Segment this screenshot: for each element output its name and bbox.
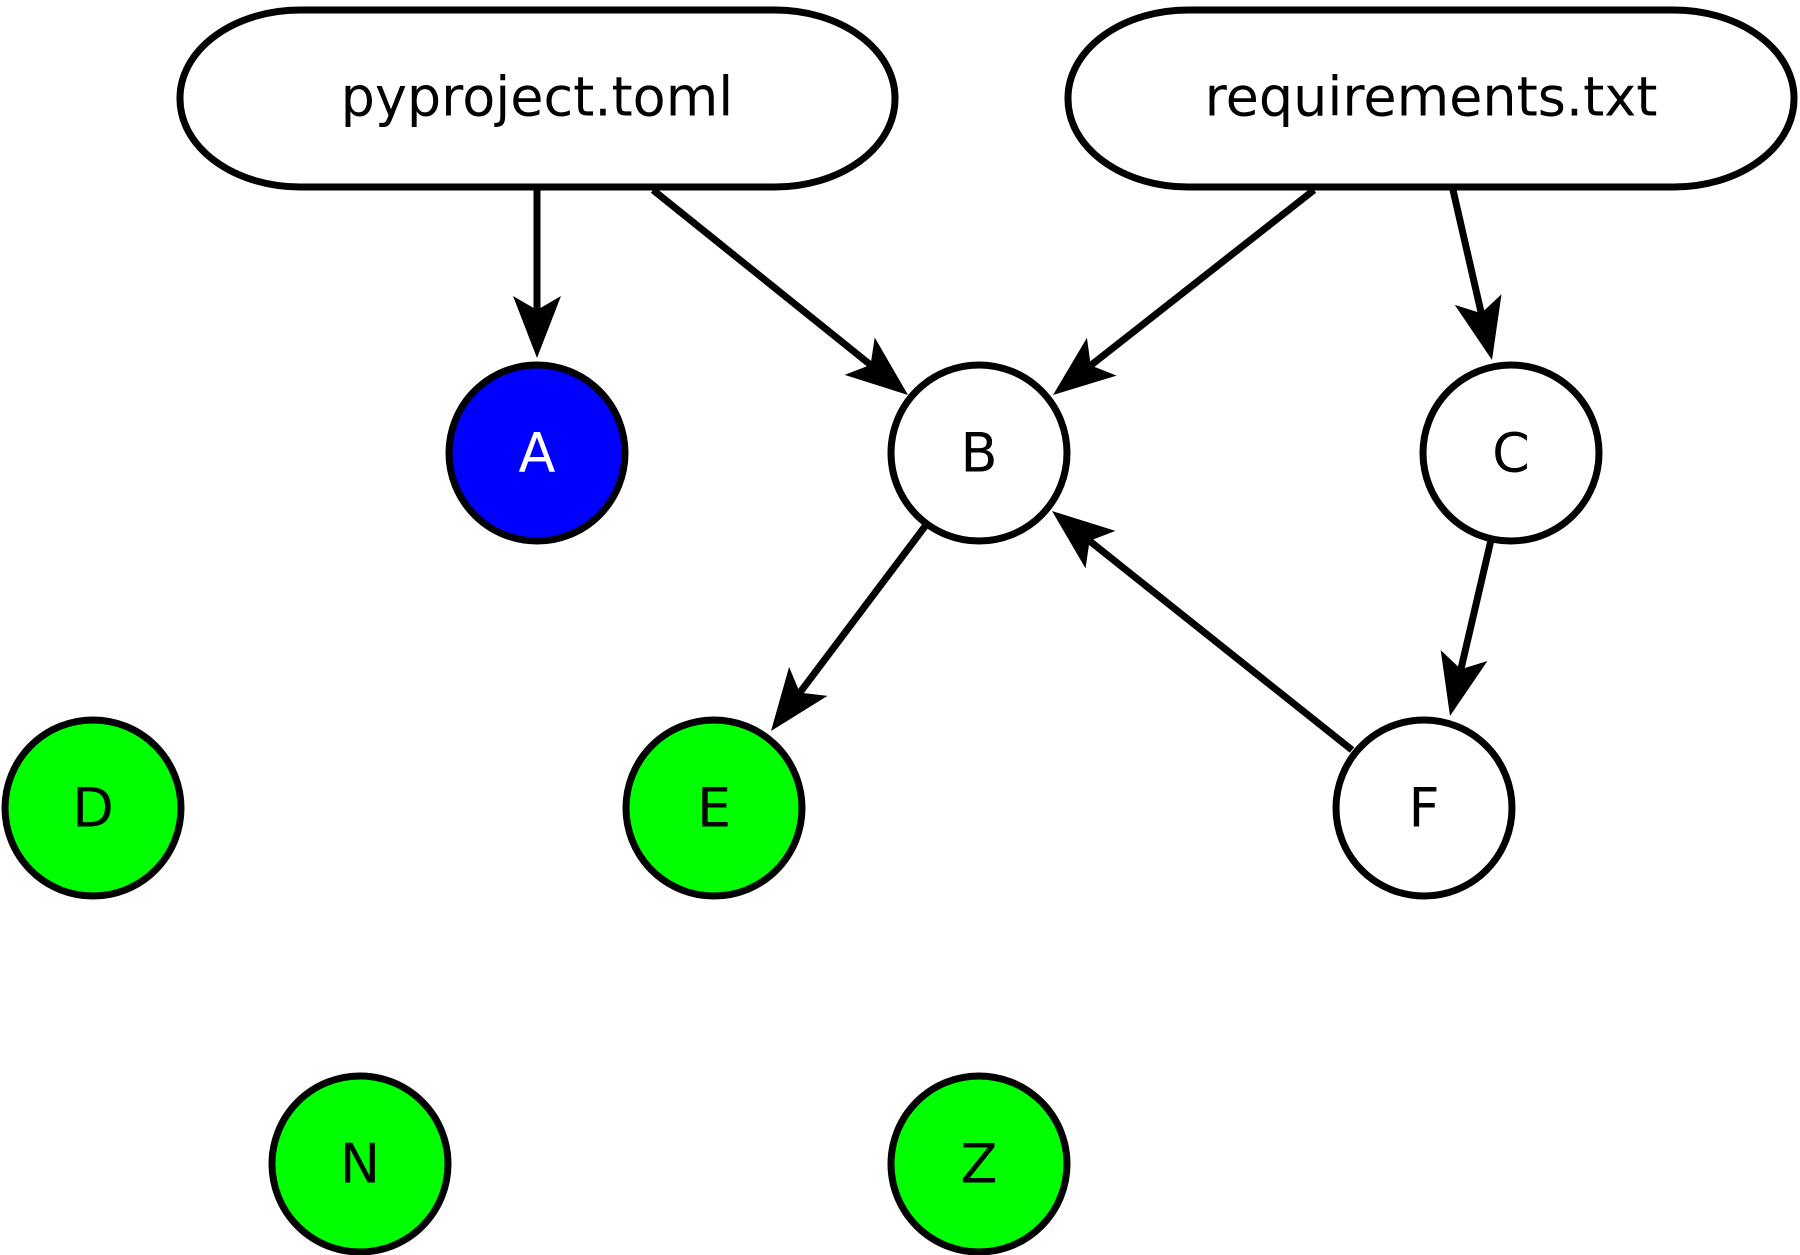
arrowhead-icon	[513, 296, 561, 358]
node-label-b: B	[960, 422, 997, 485]
node-circle	[622, 716, 806, 900]
edges-layer	[513, 187, 1502, 753]
edge-pyproject-to-b	[650, 187, 908, 395]
node-circle	[445, 361, 629, 545]
node-circle	[1332, 716, 1516, 900]
edge-line	[1457, 539, 1495, 671]
edge-line	[1449, 189, 1485, 314]
node-label-d: D	[72, 777, 114, 840]
node-circle	[887, 361, 1071, 545]
edge-requirements-to-c	[1449, 189, 1502, 360]
arrowhead-icon	[1052, 511, 1116, 569]
edge-line	[650, 187, 873, 368]
sources-layer: pyproject.toml requirements.txt	[176, 6, 1798, 191]
node-circle	[268, 1072, 452, 1255]
arrowhead-icon	[1053, 337, 1117, 395]
node-d[interactable]: D	[1, 716, 185, 900]
source-label-pyproject: pyproject.toml	[341, 66, 734, 129]
node-label-n: N	[340, 1133, 380, 1196]
node-label-f: F	[1408, 777, 1439, 840]
arrowhead-icon	[1440, 650, 1488, 716]
node-label-e: E	[697, 777, 731, 840]
edge-f-to-b	[1052, 511, 1355, 753]
node-label-a: A	[519, 422, 556, 485]
node-e[interactable]: E	[622, 716, 806, 900]
node-label-c: C	[1492, 422, 1530, 485]
source-node-requirements[interactable]: requirements.txt	[1064, 6, 1798, 191]
node-f[interactable]: F	[1332, 716, 1516, 900]
edge-pyproject-to-a	[513, 190, 561, 358]
node-c[interactable]: C	[1419, 361, 1603, 545]
node-b[interactable]: B	[887, 361, 1071, 545]
node-n[interactable]: N	[268, 1072, 452, 1255]
node-circle	[1419, 361, 1603, 545]
edge-b-to-e	[771, 522, 929, 731]
edge-line	[1088, 187, 1317, 369]
edge-c-to-f	[1440, 539, 1495, 716]
arrowhead-icon	[844, 337, 908, 395]
node-a[interactable]: A	[445, 361, 629, 545]
node-z[interactable]: Z	[887, 1072, 1071, 1255]
edge-requirements-to-b	[1053, 187, 1317, 395]
node-label-z: Z	[961, 1133, 998, 1196]
source-label-requirements: requirements.txt	[1205, 66, 1658, 129]
nodes-layer: A B C D E F N Z	[1, 361, 1603, 1255]
edge-line	[797, 522, 929, 695]
node-circle	[1, 716, 185, 900]
source-node-pyproject[interactable]: pyproject.toml	[176, 6, 899, 191]
arrowhead-icon	[771, 667, 828, 731]
edge-line	[1087, 538, 1355, 753]
arrowhead-icon	[1454, 294, 1502, 360]
node-circle	[887, 1072, 1071, 1255]
